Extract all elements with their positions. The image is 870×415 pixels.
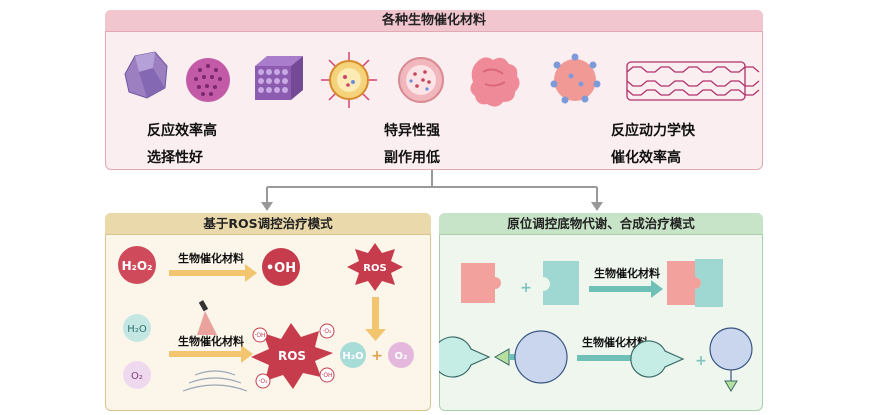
product-sphere <box>709 327 753 371</box>
metabolism-arrow-label-2: 生物催化材料 <box>582 335 648 349</box>
pacman-product <box>630 340 685 378</box>
ros-burst-large <box>251 323 333 389</box>
polyhedron-icon <box>124 51 168 99</box>
property-kinetics: 反应动力学快 <box>611 123 695 139</box>
pacman-enzyme <box>439 336 491 378</box>
property-side-effects: 副作用低 <box>384 150 440 166</box>
ros-diagram: H₂O₂ 生物催化材料 •OH ROS H₂O + O₂ H₂O O₂ 生物催化… <box>118 243 414 392</box>
svg-text:H₂O: H₂O <box>342 351 363 362</box>
laser-icon <box>197 300 217 335</box>
water-molecule-out <box>340 342 366 368</box>
svg-text:·O₂: ·O₂ <box>322 328 332 335</box>
oxygen-molecule-in <box>123 361 151 389</box>
materials-icons <box>124 51 760 108</box>
ultrasound-icon <box>182 370 248 392</box>
liposome-icon <box>321 52 377 108</box>
nanotube-icon <box>626 61 760 101</box>
vesicle-icon <box>398 57 444 103</box>
ros-burst-small <box>347 243 403 291</box>
lattice-cube-icon <box>255 56 303 100</box>
property-selectivity: 选择性好 <box>147 150 203 166</box>
h2o2-label: H₂O₂ <box>122 259 153 273</box>
svg-text:O₂: O₂ <box>131 371 143 382</box>
metabolism-diagram: + 生物催化材料 生物催化材料 + <box>439 259 753 392</box>
hydroxyl-radical <box>262 248 300 286</box>
water-molecule-in <box>123 314 151 342</box>
svg-text:H₂O: H₂O <box>127 324 147 335</box>
svg-text:+: + <box>371 348 383 364</box>
svg-text:·O₂: ·O₂ <box>258 378 268 385</box>
metabolism-arrow-label-1: 生物催化材料 <box>594 266 660 280</box>
metabolism-panel <box>439 213 763 411</box>
protein-icon <box>470 57 520 107</box>
svg-text:ROS: ROS <box>363 263 386 274</box>
combined-substrate <box>667 261 701 305</box>
svg-text:+: + <box>520 280 532 296</box>
porous-sphere-icon <box>186 58 230 102</box>
combined-enzyme <box>695 259 723 307</box>
property-catalytic-efficiency: 催化效率高 <box>611 150 681 166</box>
substrate-piece <box>461 263 501 303</box>
metabolism-panel-title: 原位调控底物代谢、合成治疗模式 <box>439 213 763 235</box>
h2o2-molecule <box>118 246 156 284</box>
svg-text:·OH: ·OH <box>321 372 332 379</box>
property-efficiency: 反应效率高 <box>147 123 217 139</box>
svg-text:O₂: O₂ <box>395 351 408 362</box>
oh-label: •OH <box>266 261 296 276</box>
svg-text:·OH: ·OH <box>254 332 265 339</box>
large-substrate <box>514 330 568 384</box>
nanoparticle-icon <box>550 53 601 104</box>
materials-title: 各种生物催化材料 <box>105 10 763 32</box>
oxygen-molecule-out <box>388 342 414 368</box>
svg-text:ROS: ROS <box>278 349 306 363</box>
ros-panel-title: 基于ROS调控治疗模式 <box>105 213 431 235</box>
ros-arrow-label-2: 生物催化材料 <box>178 334 244 348</box>
ros-arrow-label-1: 生物催化材料 <box>178 251 244 265</box>
property-specificity: 特异性强 <box>384 123 440 139</box>
enzyme-piece <box>543 261 579 305</box>
svg-text:+: + <box>695 353 707 369</box>
